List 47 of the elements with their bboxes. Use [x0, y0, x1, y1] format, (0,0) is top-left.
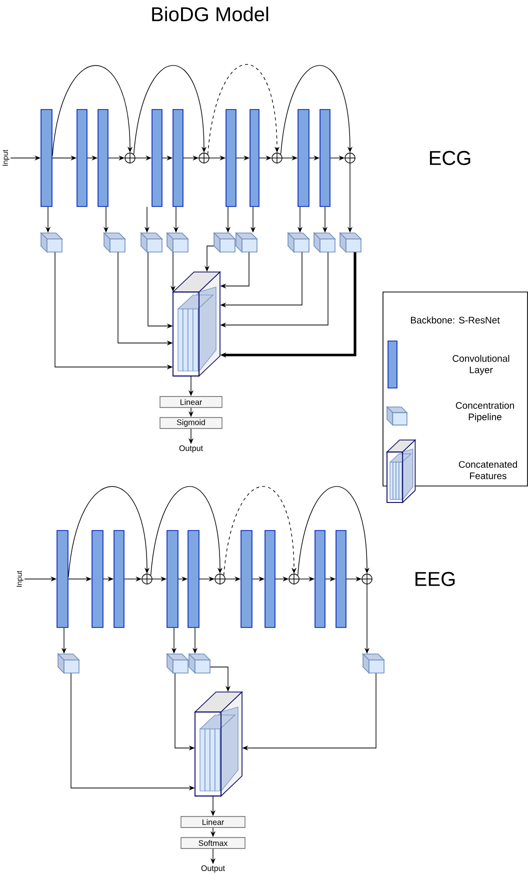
- conv-layer-bar: [92, 530, 104, 628]
- output-label: Output: [179, 445, 203, 453]
- adder-circle: [124, 152, 136, 164]
- conv-layer-bar: [320, 109, 330, 207]
- output-label: Output: [201, 865, 225, 873]
- arrow: [133, 65, 207, 155]
- adder-circle: [344, 152, 356, 164]
- conv-layer-bar: [336, 530, 346, 628]
- adder-circle: [214, 573, 226, 585]
- legend-heading: Backbone: S-ResNet: [411, 316, 500, 324]
- adder-circle: [271, 152, 283, 164]
- conv-layer-bar: [172, 109, 184, 207]
- section-label: EEG: [416, 572, 455, 586]
- legend-label: Convolutional Layer: [452, 354, 510, 376]
- conv-layer-bar: [240, 530, 252, 628]
- conv-layer-bar: [226, 109, 236, 207]
- adder-circle: [361, 573, 373, 585]
- arrow: [223, 486, 297, 576]
- conv-layer-bar: [56, 530, 68, 628]
- title: BioDG Model: [152, 6, 268, 22]
- conv-layer-bar: [314, 530, 326, 628]
- arrow: [207, 64, 280, 155]
- conv-layer-bar: [166, 530, 178, 628]
- conv-layer-bar: [188, 530, 200, 628]
- conv-layer-bar: [40, 109, 52, 207]
- arrow: [52, 65, 133, 156]
- conv-layer-bar: [76, 109, 88, 207]
- arrow: [150, 486, 223, 576]
- conv-layer-bar: [250, 109, 260, 207]
- legend-label: Concatenated Features: [458, 460, 517, 480]
- layer-box: Linear: [160, 396, 222, 408]
- conv-layer-bar: [114, 530, 124, 628]
- legend-label: Concentration Pipeline: [456, 402, 514, 422]
- arrow: [297, 486, 370, 576]
- layer-box: Sigmoid: [160, 417, 222, 429]
- conv-layer-bar: [264, 530, 276, 628]
- layer-box: Linear: [180, 816, 246, 828]
- conv-layer-bar: [298, 109, 310, 207]
- arrow: [68, 486, 150, 578]
- section-label: ECG: [430, 150, 470, 166]
- adder-circle: [198, 152, 210, 164]
- layer-box: Softmax: [180, 837, 246, 849]
- conv-layer-bar: [98, 109, 108, 207]
- arrow: [280, 65, 353, 155]
- adder-circle: [288, 573, 300, 585]
- conv-layer-bar: [152, 109, 162, 207]
- adder-circle: [141, 573, 153, 585]
